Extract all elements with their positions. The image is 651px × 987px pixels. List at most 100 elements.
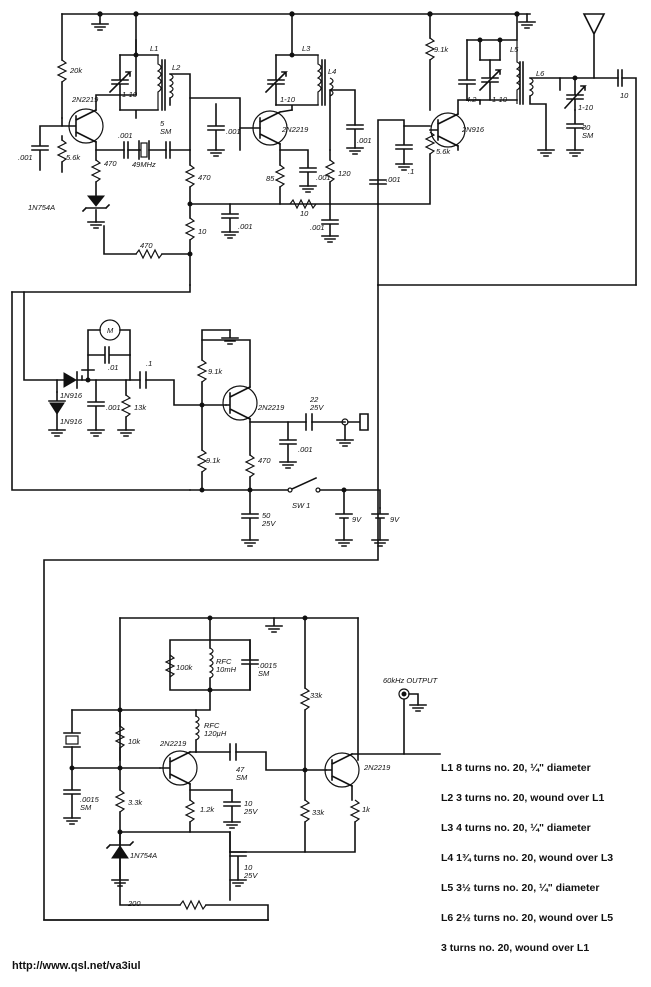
svg-text:200: 200: [127, 899, 141, 908]
svg-text:.001: .001: [310, 223, 325, 232]
output-jack: 60kHz OUTPUT: [383, 676, 439, 706]
svg-text:.1: .1: [146, 359, 152, 368]
svg-text:2N2219: 2N2219: [71, 95, 99, 104]
svg-text:L6: L6: [536, 69, 545, 78]
ground-symbol: [409, 704, 427, 712]
ground-symbol: [229, 879, 247, 887]
svg-text:.001: .001: [226, 127, 241, 136]
resistor-1-2k: 1.2k: [184, 799, 215, 823]
svg-text:33k: 33k: [310, 691, 323, 700]
svg-text:L5: L5: [510, 45, 519, 54]
resistor-3-3k: 3.3k: [114, 789, 143, 813]
svg-text:2N916: 2N916: [461, 125, 485, 134]
ground-symbol: [87, 221, 105, 229]
svg-text:470: 470: [198, 173, 211, 182]
svg-text:13k: 13k: [134, 403, 147, 412]
svg-text:L2: L2: [172, 63, 181, 72]
svg-text:9V: 9V: [390, 515, 400, 524]
ground-symbol: [221, 329, 239, 345]
note-extra: 3 turns no. 20, wound over L1: [441, 942, 590, 954]
ground-symbol: [336, 439, 354, 447]
svg-text:1N754A: 1N754A: [130, 851, 157, 860]
ground-symbol: [91, 13, 109, 31]
svg-text:10: 10: [300, 209, 309, 218]
resistor-9-1k: 9.1k: [424, 37, 449, 61]
capacitor: .001: [346, 124, 372, 149]
capacitor: .1: [139, 359, 152, 389]
svg-text:9.1k: 9.1k: [208, 367, 223, 376]
coil-l1: L1: [150, 44, 162, 110]
svg-text:1-10: 1-10: [122, 90, 138, 99]
svg-text:.001: .001: [386, 175, 401, 184]
resistor-470: 470: [135, 241, 163, 260]
note-l3: L3 4 turns no. 20, ¼" diameter: [441, 822, 591, 834]
svg-text:1k: 1k: [362, 805, 371, 814]
resistor-10: 10: [289, 198, 317, 218]
ground-symbol: [117, 429, 135, 437]
resistor-5-6k: 5.6k: [424, 131, 451, 156]
svg-text:85: 85: [266, 174, 275, 183]
capacitor: .001: [310, 203, 339, 237]
diode-1n916: 1N916: [48, 391, 83, 431]
svg-text:9.1k: 9.1k: [206, 456, 221, 465]
resistor-33k: 33k: [299, 799, 325, 823]
svg-text:.001: .001: [298, 445, 313, 454]
svg-text:1-10: 1-10: [280, 95, 296, 104]
svg-text:5.6k: 5.6k: [66, 153, 81, 162]
svg-text:10k: 10k: [128, 737, 141, 746]
svg-text:SW 1: SW 1: [292, 501, 310, 510]
capacitor: .001: [87, 379, 121, 431]
svg-text:5.6k: 5.6k: [436, 147, 451, 156]
transistor-q6: [324, 752, 360, 788]
source-url: http://www.qsl.net/va3iul: [12, 960, 141, 972]
ground-symbol: [207, 149, 225, 157]
ground-symbol: [537, 149, 555, 157]
ground-symbol: [395, 163, 413, 171]
svg-text:3.3k: 3.3k: [128, 798, 143, 807]
ground-symbol: [299, 185, 317, 193]
note-l2: L2 3 turns no. 20, wound over L1: [441, 792, 605, 804]
svg-text:100k: 100k: [176, 663, 194, 672]
capacitor: .001: [279, 421, 313, 463]
svg-text:1.2k: 1.2k: [200, 805, 215, 814]
resistor-5-6k: 5.6k: [56, 139, 81, 163]
resistor-9-1k: 9.1k: [196, 449, 221, 473]
svg-text:.001: .001: [18, 153, 33, 162]
switch-sw1: SW 1: [287, 476, 321, 510]
ground-symbol: [223, 821, 241, 829]
resistor-470: 470: [244, 454, 271, 478]
battery-9v: 9V: [371, 507, 400, 541]
diode-1n916: 1N916: [60, 371, 83, 400]
svg-text:2N2219: 2N2219: [281, 125, 309, 134]
svg-text:470: 470: [140, 241, 153, 250]
note-l5: L5 3½ turns no. 20, ¼" diameter: [441, 882, 600, 894]
audio-jack: [341, 413, 369, 441]
svg-text:.001: .001: [316, 173, 331, 182]
ground-symbol: [566, 149, 584, 157]
svg-text:L1: L1: [150, 44, 158, 53]
meter: M: [99, 319, 121, 341]
capacitor: .001: [118, 131, 133, 159]
note-l1: L1 8 turns no. 20, ¼" diameter: [441, 762, 591, 774]
resistor-100k: 100k: [164, 654, 194, 678]
resistor-33k: 33k: [299, 687, 323, 711]
svg-text:L4: L4: [328, 67, 336, 76]
zener-diode-1n754a: 1N754A: [105, 840, 157, 860]
capacitor: .001: [207, 103, 241, 151]
svg-text:9.1k: 9.1k: [434, 45, 449, 54]
resistor-1k: 1k: [349, 799, 371, 823]
resistor-10k: 10k: [114, 725, 141, 749]
svg-text:L3: L3: [302, 44, 311, 53]
ground-symbol: [279, 461, 297, 469]
